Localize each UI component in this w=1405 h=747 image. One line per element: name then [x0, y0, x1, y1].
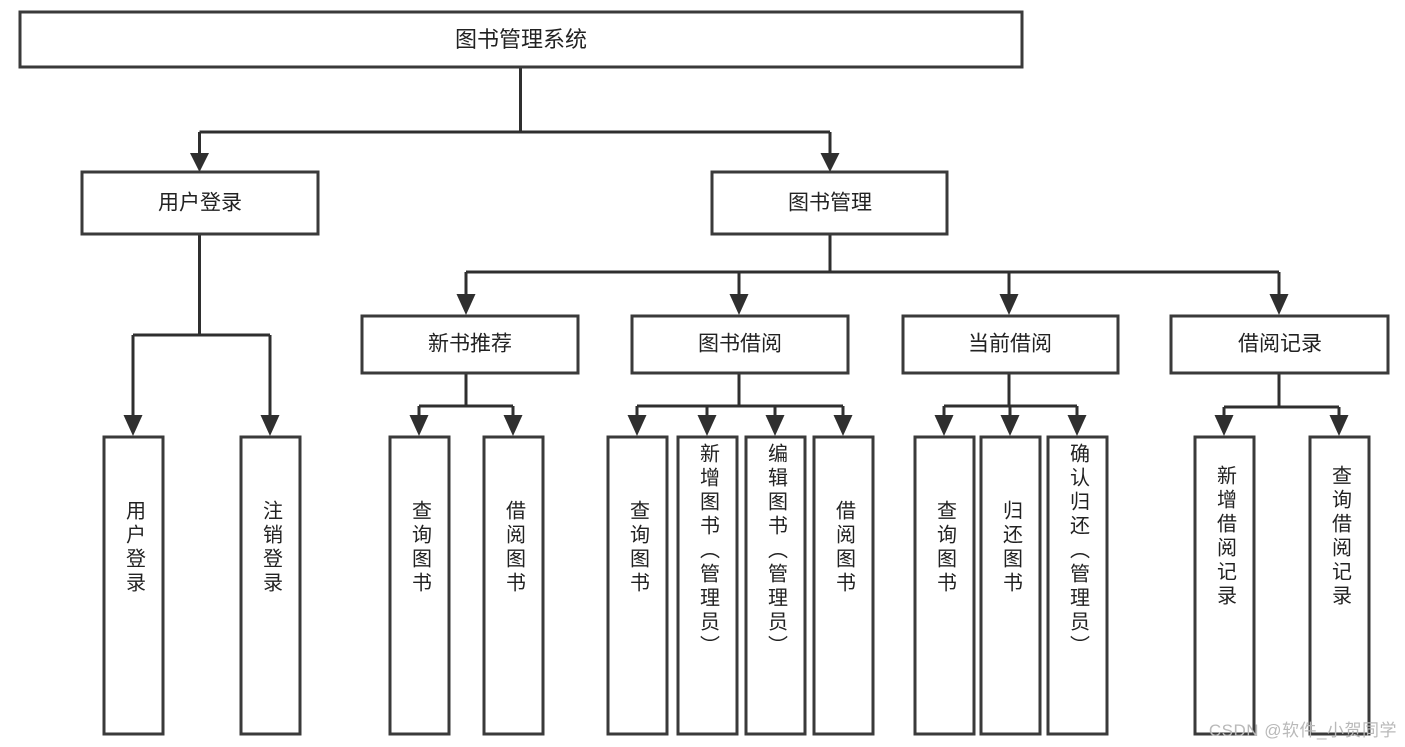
- node-root-label: 图书管理系统: [455, 27, 587, 52]
- node-borrow-record[interactable]: 借阅记录: [1169, 314, 1390, 375]
- leaf-box-current-query[interactable]: [913, 435, 976, 736]
- leaf-box-borrow-lend[interactable]: [812, 435, 875, 736]
- connector-group-newbook: [409, 373, 523, 436]
- arrow-head-newbook-leaf1: [409, 415, 429, 436]
- arrow-head-bookborrow-leaf3: [765, 415, 785, 436]
- arrow-head-currentborrow-leaf2: [1000, 415, 1020, 436]
- arrow-head-borrowrecord-leaf2: [1329, 415, 1349, 436]
- leaf-box-borrow-query[interactable]: [606, 435, 669, 736]
- arrow-head-userlogin: [190, 153, 209, 172]
- leaf-boxes: [102, 435, 1371, 736]
- node-book-management[interactable]: 图书管理: [710, 170, 949, 236]
- leaf-box-record-query[interactable]: [1308, 435, 1371, 736]
- leaf-box-borrow-add[interactable]: [676, 435, 739, 736]
- arrow-head-currentborrow: [999, 294, 1019, 315]
- connector-group-root: [190, 67, 840, 172]
- arrow-head-bookborrow-leaf1: [627, 415, 647, 436]
- node-current-borrow-label: 当前借阅: [968, 333, 1052, 356]
- node-user-login[interactable]: 用户登录: [80, 170, 320, 236]
- node-borrow-record-label: 借阅记录: [1238, 333, 1322, 356]
- arrow-head-logout-leaf: [260, 415, 280, 436]
- node-user-login-label: 用户登录: [158, 192, 242, 215]
- node-new-book-recommend[interactable]: 新书推荐: [360, 314, 580, 375]
- leaf-box-newbook-borrow[interactable]: [482, 435, 545, 736]
- arrow-head-bookborrow-leaf2: [697, 415, 717, 436]
- arrow-head-newbook-leaf2: [503, 415, 523, 436]
- node-root-box[interactable]: [18, 10, 1024, 69]
- arrow-head-bookborrow: [729, 294, 749, 315]
- arrow-head-borrowrecord: [1269, 294, 1289, 315]
- node-book-borrow-label: 图书借阅: [698, 333, 782, 356]
- leaf-box-record-add[interactable]: [1193, 435, 1256, 736]
- connector-group-currentborrow: [934, 373, 1087, 436]
- connector-group-bookborrow: [627, 373, 853, 436]
- node-user-login-box[interactable]: [80, 170, 320, 236]
- node-current-borrow-box[interactable]: [901, 314, 1120, 375]
- node-book-borrow-box[interactable]: [630, 314, 850, 375]
- leaf-box-current-return[interactable]: [979, 435, 1042, 736]
- leaf-box-current-confirm[interactable]: [1046, 435, 1109, 736]
- node-book-management-label: 图书管理: [788, 192, 872, 215]
- node-new-book-recommend-label: 新书推荐: [428, 333, 512, 356]
- node-new-book-recommend-box[interactable]: [360, 314, 580, 375]
- arrow-head-borrowrecord-leaf1: [1214, 415, 1234, 436]
- node-borrow-record-box[interactable]: [1169, 314, 1390, 375]
- leaf-box-newbook-query[interactable]: [388, 435, 451, 736]
- leaf-box-logout[interactable]: [239, 435, 302, 736]
- node-book-borrow[interactable]: 图书借阅: [630, 314, 850, 375]
- node-book-management-box[interactable]: [710, 170, 949, 236]
- connector-group-userlogin: [123, 234, 280, 436]
- arrow-head-bookmgmt: [820, 153, 840, 172]
- node-root[interactable]: 图书管理系统: [18, 10, 1024, 69]
- arrow-head-currentborrow-leaf3: [1067, 415, 1087, 436]
- arrow-head-bookborrow-leaf4: [833, 415, 853, 436]
- leaf-box-borrow-edit[interactable]: [744, 435, 807, 736]
- connector-group-borrowrecord: [1214, 373, 1349, 436]
- arrow-head-user-login-leaf: [123, 415, 143, 436]
- arrow-head-newbook: [456, 294, 476, 315]
- node-current-borrow[interactable]: 当前借阅: [901, 314, 1120, 375]
- csdn-watermark: CSDN @软件_小贺同学: [1208, 721, 1397, 740]
- connector-group-bookmgmt: [456, 233, 1289, 315]
- arrow-head-currentborrow-leaf1: [934, 415, 954, 436]
- leaf-box-user-login[interactable]: [102, 435, 165, 736]
